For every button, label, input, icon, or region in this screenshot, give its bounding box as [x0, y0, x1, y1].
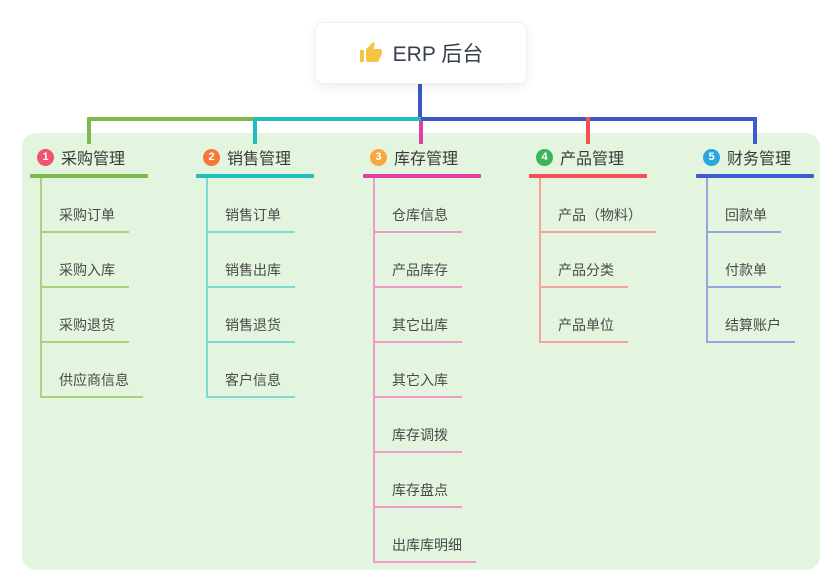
- branch-title: 财务管理: [727, 151, 792, 168]
- badge-5: 5: [703, 148, 720, 166]
- root-title: ERP 后台: [392, 43, 484, 66]
- branch-inventory-header[interactable]: 3 库存管理: [363, 140, 481, 174]
- branch-children: 产品（物料） 产品分类 产品单位: [539, 178, 656, 343]
- branch-purchase: 1 采购管理 采购订单 采购入库 采购退货 供应商信息: [30, 140, 148, 398]
- node-item[interactable]: 产品分类: [541, 233, 647, 288]
- node-item[interactable]: 采购订单: [42, 178, 148, 233]
- node-label: 付款单: [708, 263, 781, 288]
- node-label: 产品分类: [541, 263, 628, 288]
- branch-underline: [30, 174, 148, 178]
- branch-underline: [696, 174, 814, 178]
- node-item[interactable]: 其它出库: [375, 288, 481, 343]
- node-label: 采购订单: [42, 208, 129, 233]
- node-item[interactable]: 其它入库: [375, 343, 481, 398]
- node-label: 仓库信息: [375, 208, 462, 233]
- node-item[interactable]: 出库库明细: [375, 508, 481, 563]
- branch-title: 销售管理: [227, 151, 292, 168]
- node-label: 采购入库: [42, 263, 129, 288]
- node-label: 结算账户: [708, 318, 795, 343]
- node-item[interactable]: 供应商信息: [42, 343, 148, 398]
- node-label: 回款单: [708, 208, 781, 233]
- node-label: 销售订单: [208, 208, 295, 233]
- node-item[interactable]: 采购入库: [42, 233, 148, 288]
- node-item[interactable]: 销售出库: [208, 233, 314, 288]
- root-node[interactable]: ERP 后台: [315, 22, 527, 84]
- node-label: 出库库明细: [375, 538, 476, 563]
- node-label: 产品库存: [375, 263, 462, 288]
- branch-finance-header[interactable]: 5 财务管理: [696, 140, 814, 174]
- connector-drop-2: [253, 117, 257, 144]
- node-label: 销售退货: [208, 318, 295, 343]
- node-label: 其它出库: [375, 318, 462, 343]
- branch-underline: [529, 174, 647, 178]
- branches-panel: [22, 133, 820, 570]
- badge-2: 2: [203, 148, 220, 166]
- node-item[interactable]: 产品（物料）: [541, 178, 656, 233]
- branch-product: 4 产品管理 产品（物料） 产品分类 产品单位: [529, 140, 656, 343]
- node-item[interactable]: 库存盘点: [375, 453, 481, 508]
- node-label: 供应商信息: [42, 373, 143, 398]
- connector-bus-segment-2: [255, 117, 421, 121]
- node-item[interactable]: 结算账户: [708, 288, 814, 343]
- badge-4: 4: [536, 148, 553, 166]
- node-label: 库存调拨: [375, 428, 462, 453]
- node-label: 库存盘点: [375, 483, 462, 508]
- connector-bus-segment-1: [87, 117, 255, 121]
- branch-children: 仓库信息 产品库存 其它出库 其它入库 库存调拨 库存盘点 出库库明细: [373, 178, 481, 563]
- node-item[interactable]: 销售订单: [208, 178, 314, 233]
- node-item[interactable]: 付款单: [708, 233, 814, 288]
- branch-sales: 2 销售管理 销售订单 销售出库 销售退货 客户信息: [196, 140, 314, 398]
- branch-title: 产品管理: [560, 151, 625, 168]
- branch-inventory: 3 库存管理 仓库信息 产品库存 其它出库 其它入库 库存调拨 库存盘点 出库库…: [363, 140, 481, 563]
- connector-root-vertical: [418, 82, 422, 121]
- thumbs-up-icon: [359, 41, 383, 65]
- node-label: 产品（物料）: [541, 208, 656, 233]
- branch-title: 采购管理: [61, 151, 126, 168]
- connector-drop-3: [419, 121, 423, 144]
- node-item[interactable]: 库存调拨: [375, 398, 481, 453]
- node-item[interactable]: 客户信息: [208, 343, 314, 398]
- branch-underline: [196, 174, 314, 178]
- branch-sales-header[interactable]: 2 销售管理: [196, 140, 314, 174]
- branch-children: 销售订单 销售出库 销售退货 客户信息: [206, 178, 314, 398]
- node-label: 销售出库: [208, 263, 295, 288]
- node-item[interactable]: 销售退货: [208, 288, 314, 343]
- branch-purchase-header[interactable]: 1 采购管理: [30, 140, 148, 174]
- node-item[interactable]: 回款单: [708, 178, 814, 233]
- node-item[interactable]: 采购退货: [42, 288, 148, 343]
- connector-drop-4: [586, 117, 590, 144]
- branch-children: 采购订单 采购入库 采购退货 供应商信息: [40, 178, 148, 398]
- badge-3: 3: [370, 148, 387, 166]
- node-label: 其它入库: [375, 373, 462, 398]
- branch-children: 回款单 付款单 结算账户: [706, 178, 814, 343]
- connector-drop-5: [753, 117, 757, 144]
- branch-underline: [363, 174, 481, 178]
- branch-title: 库存管理: [394, 151, 459, 168]
- node-item[interactable]: 仓库信息: [375, 178, 481, 233]
- node-label: 采购退货: [42, 318, 129, 343]
- node-item[interactable]: 产品库存: [375, 233, 481, 288]
- branch-product-header[interactable]: 4 产品管理: [529, 140, 647, 174]
- node-label: 产品单位: [541, 318, 628, 343]
- node-item[interactable]: 产品单位: [541, 288, 647, 343]
- node-label: 客户信息: [208, 373, 295, 398]
- badge-1: 1: [37, 148, 54, 166]
- connector-drop-1: [87, 117, 91, 144]
- branch-finance: 5 财务管理 回款单 付款单 结算账户: [696, 140, 814, 343]
